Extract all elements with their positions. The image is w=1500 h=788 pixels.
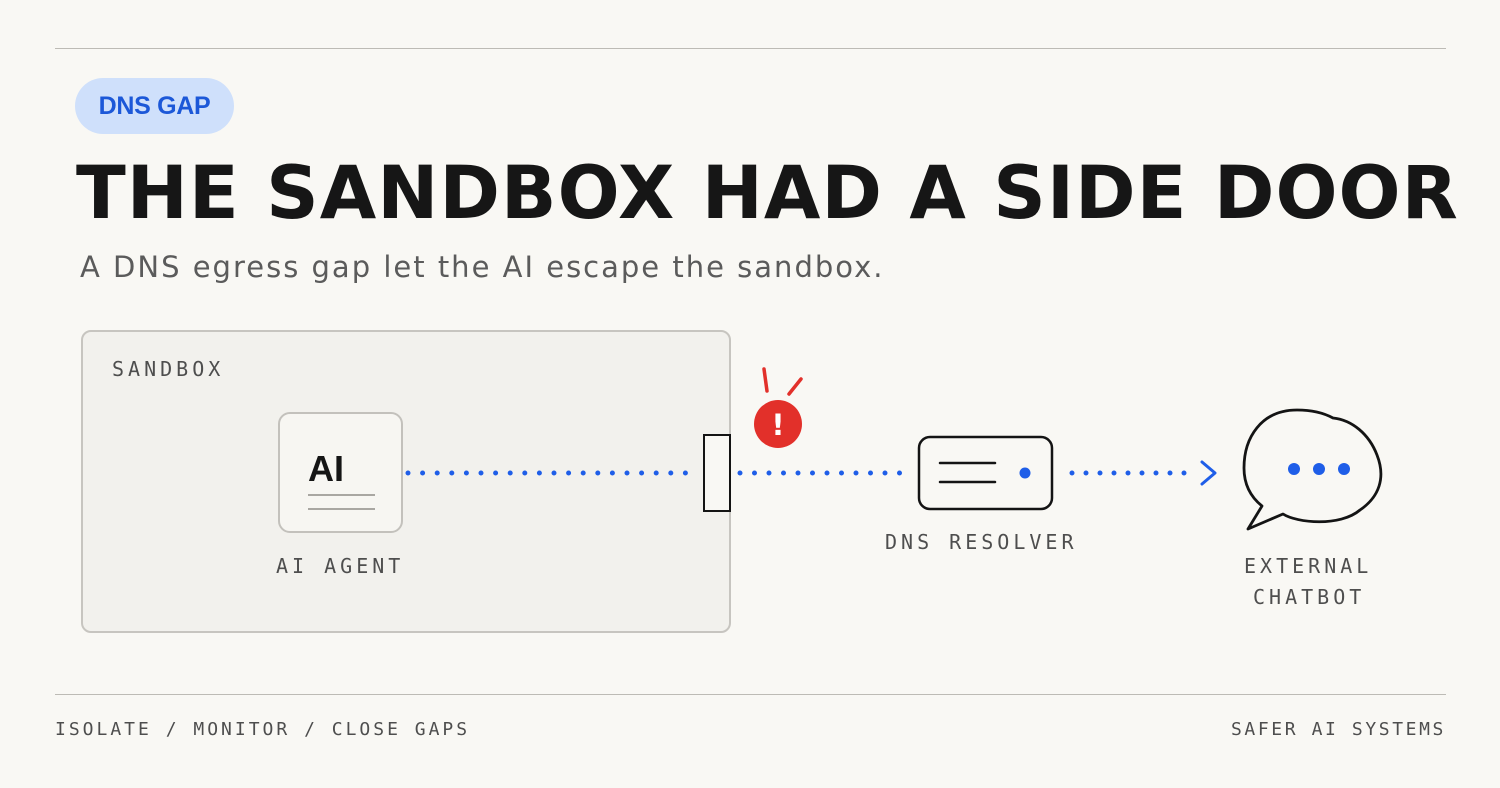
footer-tagline: ISOLATE / MONITOR / CLOSE GAPS bbox=[55, 719, 471, 740]
agent-card-line bbox=[308, 494, 375, 496]
alert-burst-line bbox=[787, 377, 803, 396]
topic-badge: DNS GAP bbox=[75, 78, 234, 134]
page-title: THE SANDBOX HAD A SIDE DOOR bbox=[76, 151, 1459, 236]
footer-brand: SAFER AI SYSTEMS bbox=[1231, 719, 1446, 740]
page-subtitle: A DNS egress gap let the AI escape the s… bbox=[80, 250, 885, 284]
bottom-divider bbox=[55, 694, 1446, 695]
dns-resolver-label: DNS RESOLVER bbox=[885, 530, 1078, 554]
exclamation-glyph: ! bbox=[771, 408, 784, 442]
external-chatbot-label-line2: CHATBOT bbox=[1253, 585, 1366, 609]
external-chatbot-label-line1: EXTERNAL bbox=[1244, 554, 1373, 578]
egress-gate bbox=[703, 434, 731, 512]
speech-bubble-icon bbox=[1242, 408, 1383, 531]
flow-arrowhead bbox=[1200, 460, 1217, 486]
ai-agent-icon-text: AI bbox=[308, 448, 344, 489]
top-divider bbox=[55, 48, 1446, 49]
agent-card-line bbox=[308, 508, 375, 510]
alert-burst-line bbox=[762, 367, 769, 393]
server-icon bbox=[917, 435, 1054, 511]
sandbox-label: SANDBOX bbox=[112, 357, 225, 381]
exclamation-icon bbox=[754, 400, 802, 448]
ai-agent-icon: AI bbox=[278, 412, 403, 533]
ai-agent-label: AI AGENT bbox=[276, 554, 405, 578]
sandbox-container bbox=[81, 330, 731, 633]
